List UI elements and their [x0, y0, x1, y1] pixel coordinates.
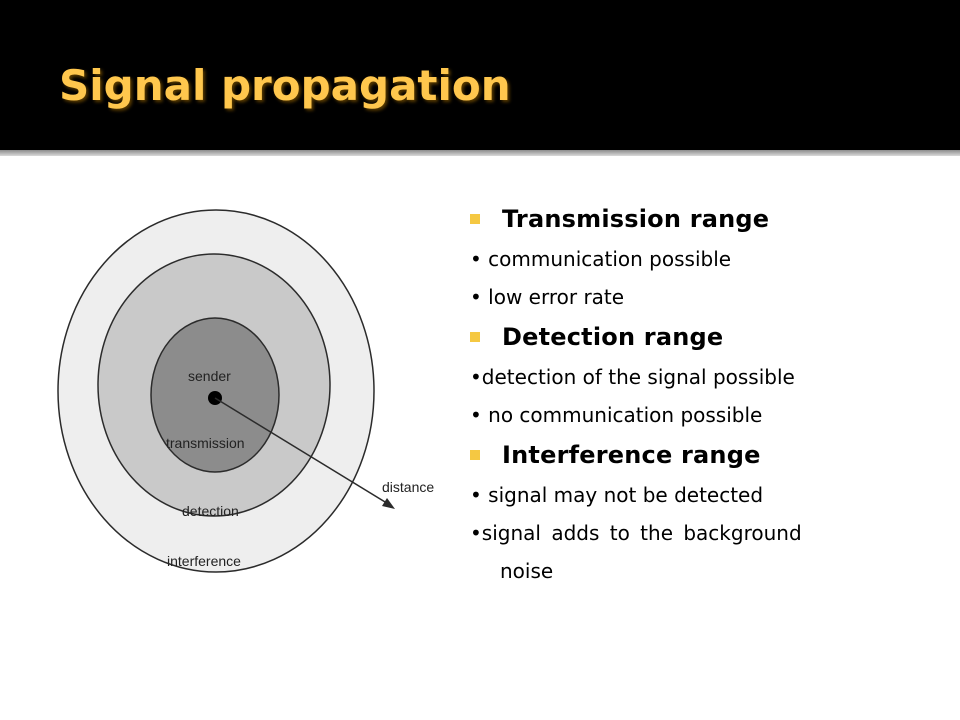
transmission-range-item: • low error rate [470, 285, 625, 309]
interference-range-item: • signal may not be detected [470, 483, 764, 507]
signal-range-diagram: sender transmission detection interferen… [40, 195, 460, 605]
transmission-range-heading: Transmission range [502, 205, 770, 233]
detection-range-heading: Detection range [502, 323, 724, 351]
title-divider [0, 150, 960, 156]
title-bar [0, 0, 960, 150]
slide-title: Signal propagation [59, 61, 511, 110]
bullet-marker-icon [470, 214, 480, 224]
detection-range-item: • no communication possible [470, 403, 763, 427]
detection-range-item: •detection of the signal possible [470, 365, 795, 389]
detection-range-heading-row: Detection range [462, 316, 942, 358]
interference-range-item-line2: noise [500, 559, 554, 583]
transmission-label: transmission [166, 435, 245, 451]
bullet-marker-icon [470, 332, 480, 342]
distance-arrow-line [214, 397, 391, 506]
distance-label: distance [382, 479, 434, 495]
interference-range-heading: Interference range [502, 441, 761, 469]
interference-range-item-line1: •signal adds to the background [470, 521, 802, 545]
interference-range-item-multiline: •signal adds to the background noise [462, 514, 910, 590]
transmission-range-heading-row: Transmission range [462, 198, 942, 240]
interference-range-heading-row: Interference range [462, 434, 942, 476]
detection-label: detection [182, 503, 239, 519]
bullet-list: Transmission range • communication possi… [462, 198, 942, 590]
bullet-marker-icon [470, 450, 480, 460]
sender-label: sender [188, 368, 231, 384]
distance-arrow-head [382, 498, 395, 509]
transmission-range-item: • communication possible [470, 247, 732, 271]
interference-label: interference [167, 553, 241, 569]
